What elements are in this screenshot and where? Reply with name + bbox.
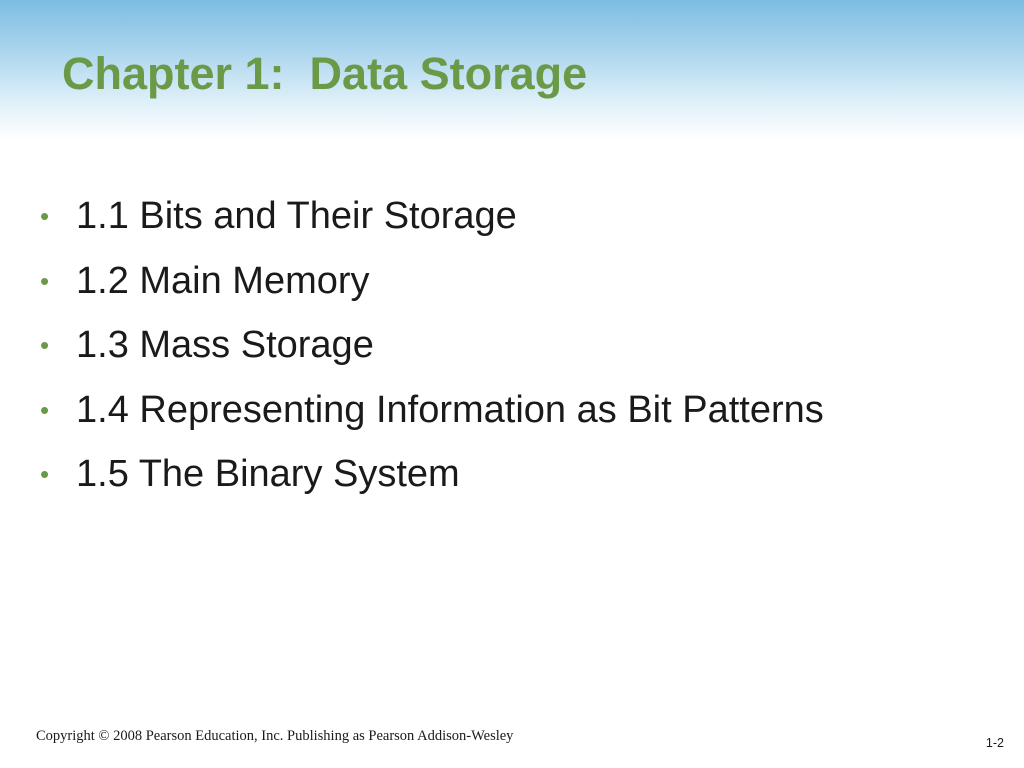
slide-title: Chapter 1: Data Storage — [62, 48, 588, 99]
page-number: 1-2 — [985, 736, 1004, 750]
bullet-dot-icon: • — [40, 459, 50, 490]
bullet-item-1: • 1.1 Bits and Their Storage — [36, 184, 824, 249]
bullet-item-3: • 1.3 Mass Storage — [36, 313, 824, 378]
copyright-notice: Copyright © 2008 Pearson Education, Inc.… — [36, 728, 514, 744]
bullet-dot-icon: • — [40, 265, 50, 296]
bullet-text: 1.2 Main Memory — [76, 259, 370, 302]
bullet-item-5: • 1.5 The Binary System — [36, 442, 824, 507]
bullet-text: 1.1 Bits and Their Storage — [76, 195, 517, 238]
bullet-text: 1.3 Mass Storage — [76, 324, 374, 367]
bullet-list: • 1.1 Bits and Their Storage • 1.2 Main … — [36, 184, 824, 507]
bullet-text: 1.5 The Binary System — [76, 453, 460, 496]
bullet-dot-icon: • — [40, 201, 50, 232]
bullet-text: 1.4 Representing Information as Bit Patt… — [76, 388, 824, 431]
bullet-dot-icon: • — [40, 394, 50, 425]
header-gradient-band — [0, 0, 1024, 140]
bullet-item-4: • 1.4 Representing Information as Bit Pa… — [36, 378, 824, 443]
bullet-item-2: • 1.2 Main Memory — [36, 249, 824, 314]
bullet-dot-icon: • — [40, 330, 50, 361]
